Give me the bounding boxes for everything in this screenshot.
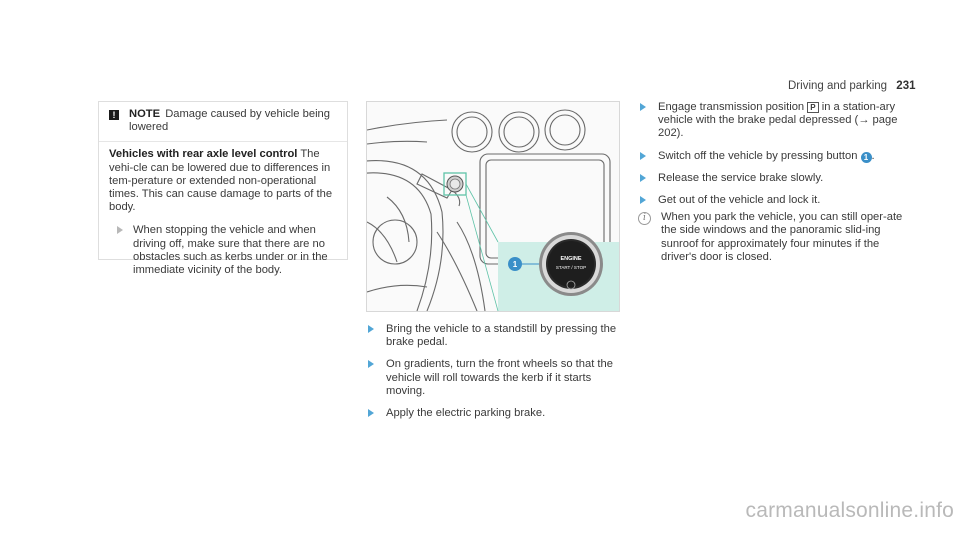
- callout-number: 1: [513, 260, 518, 269]
- step-arrow-icon: [640, 103, 646, 111]
- step-item: Get out of the vehicle and lock it.: [638, 194, 908, 207]
- page-header: Driving and parking 231: [788, 80, 956, 93]
- section-title: Driving and parking: [788, 80, 888, 92]
- step-arrow-icon: [368, 325, 374, 333]
- note-box: ! NOTE Damage caused by vehicle being lo…: [98, 101, 348, 276]
- step-item: Engage transmission position P in a stat…: [638, 101, 908, 141]
- step-item: Switch off the vehicle by pressing butto…: [638, 150, 908, 163]
- button-number-badge: 1: [860, 151, 872, 163]
- note-step-text: When stopping the vehicle and when drivi…: [133, 224, 328, 277]
- step-arrow-icon: [368, 360, 374, 369]
- step-item: Apply the electric parking brake.: [366, 407, 628, 420]
- cockpit-drawing: ENGINE START / STOP 1: [367, 109, 619, 311]
- note-label: NOTE: [129, 108, 161, 120]
- info-icon: i: [638, 212, 651, 226]
- step-arrow-icon: [640, 173, 646, 182]
- note-header: ! NOTE Damage caused by vehicle being lo…: [99, 102, 347, 143]
- engine-label: ENGINE: [560, 256, 581, 262]
- note-title: Damage caused by vehicle being lowered: [129, 108, 330, 134]
- info-text: When you park the vehicle, you can still…: [661, 211, 903, 263]
- step-arrow-icon: [640, 151, 646, 160]
- step-item: Release the service brake slowly.: [638, 172, 908, 185]
- note-body: Vehicles with rear axle level control Th…: [99, 142, 347, 277]
- start-stop-label: START / STOP: [556, 265, 586, 270]
- info-item: i When you park the vehicle, you can sti…: [638, 211, 908, 264]
- callout-badge: [508, 257, 522, 271]
- note-step: When stopping the vehicle and when drivi…: [109, 224, 337, 277]
- page-number: 231: [896, 80, 916, 92]
- note-text: The vehi-cle can be lowered due to diffe…: [109, 148, 333, 214]
- step-arrow-icon: [368, 409, 374, 418]
- step-item: On gradients, turn the front wheels so t…: [366, 358, 628, 398]
- step-arrow-icon: [640, 196, 646, 205]
- steps-middle: Bring the vehicle to a standstill by pre…: [366, 323, 628, 429]
- warning-icon: !: [109, 110, 119, 120]
- park-position-symbol: P: [807, 102, 819, 113]
- step-arrow-icon: [117, 226, 123, 235]
- steps-right: Engage transmission position P in a stat…: [638, 101, 908, 273]
- step-item: Bring the vehicle to a standstill by pre…: [366, 323, 628, 349]
- watermark: carmanualsonline.info: [745, 499, 954, 522]
- note-lead: Vehicles with rear axle level control: [109, 148, 298, 161]
- cockpit-illustration: ENGINE START / STOP 1: [366, 101, 620, 312]
